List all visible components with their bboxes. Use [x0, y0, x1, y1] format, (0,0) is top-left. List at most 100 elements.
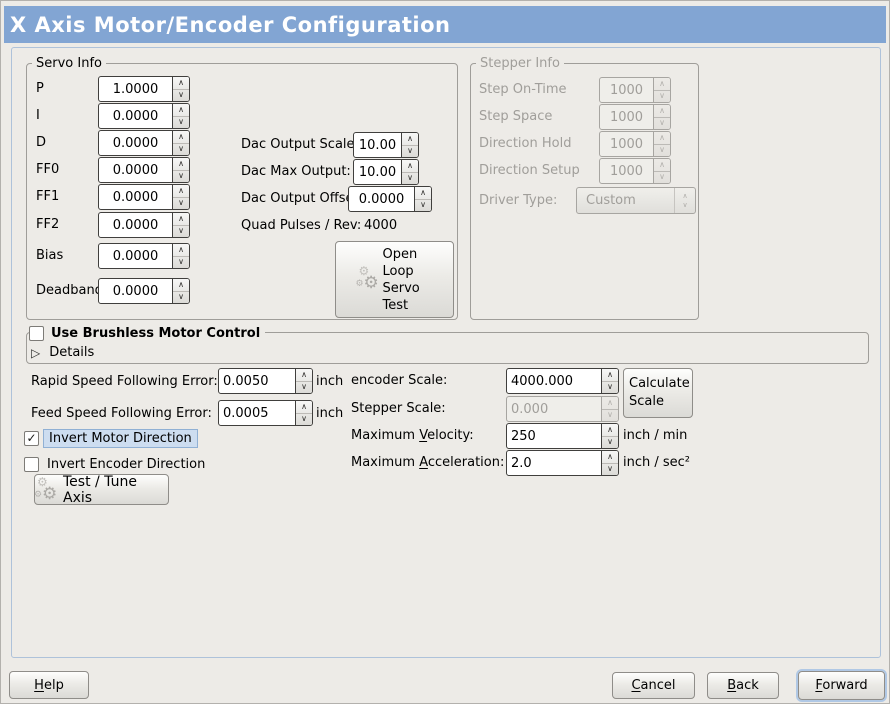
servo-param-input-p[interactable]: [99, 77, 172, 101]
servo-param-entry-p: [98, 76, 190, 102]
spin-down-button[interactable]: [173, 171, 189, 183]
servo-param-input-deadband[interactable]: [99, 279, 172, 303]
maximum-acceleration-input[interactable]: [507, 451, 601, 475]
spin-up-button[interactable]: [602, 369, 618, 382]
stepper-scale-input[interactable]: [507, 397, 601, 421]
encoder-scale-input[interactable]: [507, 369, 601, 393]
feed-following-error-label: Feed Speed Following Error:: [31, 406, 212, 421]
spinner: [172, 77, 189, 101]
step-on-time-input[interactable]: [600, 78, 653, 102]
driver-type-select[interactable]: Custom: [576, 187, 696, 214]
direction-hold-input[interactable]: [600, 132, 653, 156]
spin-down-button[interactable]: [173, 90, 189, 102]
spin-down-button[interactable]: [654, 145, 670, 157]
step-space-input[interactable]: [600, 105, 653, 129]
cancel-button[interactable]: Cancel: [612, 672, 695, 699]
calculate-scale-button[interactable]: Calculate Scale: [623, 368, 693, 418]
servo-param-entry-bias: [98, 243, 190, 269]
spin-down-button[interactable]: [402, 146, 418, 158]
feed-following-error-input[interactable]: [219, 401, 295, 425]
forward-button[interactable]: Forward: [798, 671, 885, 700]
details-expander[interactable]: ▷ Details: [31, 345, 94, 360]
spin-down-button[interactable]: [173, 117, 189, 129]
spin-up-button[interactable]: [602, 451, 618, 464]
spin-up-button[interactable]: [173, 131, 189, 144]
spin-down-button[interactable]: [296, 382, 312, 394]
spin-down-button[interactable]: [602, 382, 618, 394]
spin-up-button[interactable]: [173, 158, 189, 171]
spin-down-button[interactable]: [602, 464, 618, 476]
servo-info-frame: [26, 63, 458, 320]
spin-up-button[interactable]: [415, 187, 431, 200]
feed-following-error-unit: inch: [316, 406, 344, 421]
servo-param-label-p: P: [36, 81, 44, 96]
spin-up-button[interactable]: [654, 159, 670, 172]
servo-param-input-bias[interactable]: [99, 244, 172, 268]
forward-button-label: Forward: [815, 678, 868, 693]
spin-up-button[interactable]: [402, 133, 418, 146]
spin-down-button[interactable]: [402, 173, 418, 185]
spin-down-button[interactable]: [602, 410, 618, 422]
spin-down-button[interactable]: [173, 226, 189, 238]
maximum-velocity-entry: [506, 423, 619, 449]
spinner: [172, 104, 189, 128]
invert-encoder-direction-checkbox[interactable]: [24, 457, 39, 472]
calculate-scale-button-label: Calculate Scale: [629, 376, 690, 409]
direction-setup-input[interactable]: [600, 159, 653, 183]
brushless-checkbox[interactable]: [29, 326, 44, 341]
spin-down-button[interactable]: [654, 118, 670, 130]
spin-down-button[interactable]: [173, 198, 189, 210]
spin-up-button[interactable]: [173, 279, 189, 292]
test-tune-axis-button[interactable]: ⚙⚙⚙ Test / Tune Axis: [34, 474, 169, 506]
spin-up-button[interactable]: [173, 77, 189, 90]
spin-up-button[interactable]: [654, 78, 670, 91]
spinner: [172, 279, 189, 303]
servo-param-input-ff1[interactable]: [99, 185, 172, 209]
spin-down-button[interactable]: [173, 144, 189, 156]
servo-param-input-ff0[interactable]: [99, 158, 172, 182]
spin-down-button[interactable]: [173, 257, 189, 269]
dac-output-scale-label: Dac Output Scale:: [241, 137, 359, 152]
details-label: Details: [49, 345, 95, 360]
spinner: [295, 369, 312, 393]
servo-param-input-ff2[interactable]: [99, 213, 172, 237]
maximum-velocity-input[interactable]: [507, 424, 601, 448]
servo-param-entry-d: [98, 130, 190, 156]
spin-up-button[interactable]: [602, 397, 618, 410]
spin-up-button[interactable]: [173, 244, 189, 257]
gears-icon: ⚙⚙⚙: [355, 263, 379, 293]
invert-encoder-direction-label[interactable]: Invert Encoder Direction: [47, 457, 206, 472]
spin-up-button[interactable]: [402, 160, 418, 173]
dac-output-offset-input[interactable]: [349, 187, 414, 211]
spin-up-button[interactable]: [654, 105, 670, 118]
stepper-info-legend: Stepper Info: [476, 56, 564, 71]
help-button[interactable]: Help: [9, 671, 89, 699]
servo-param-input-i[interactable]: [99, 104, 172, 128]
spin-down-button[interactable]: [415, 200, 431, 212]
spin-up-button[interactable]: [654, 132, 670, 145]
rapid-following-error-input[interactable]: [219, 369, 295, 393]
encoder-scale-label: encoder Scale:: [351, 373, 448, 388]
spin-up-button[interactable]: [602, 424, 618, 437]
back-button[interactable]: Back: [707, 672, 779, 699]
spin-down-button[interactable]: [602, 437, 618, 449]
spin-up-button[interactable]: [173, 213, 189, 226]
spin-up-button[interactable]: [296, 401, 312, 414]
rapid-following-error-label: Rapid Speed Following Error:: [31, 374, 218, 389]
open-loop-servo-test-button[interactable]: ⚙⚙⚙ Open Loop Servo Test: [335, 241, 454, 318]
dac-max-output-input[interactable]: [354, 160, 401, 184]
invert-motor-direction-label[interactable]: Invert Motor Direction: [43, 429, 198, 448]
spin-down-button[interactable]: [654, 172, 670, 184]
invert-motor-direction-checkbox[interactable]: ✓: [24, 431, 39, 446]
dac-output-scale-input[interactable]: [354, 133, 401, 157]
spin-up-button[interactable]: [296, 369, 312, 382]
spin-down-button[interactable]: [173, 292, 189, 304]
spin-down-button[interactable]: [654, 91, 670, 103]
spin-up-button[interactable]: [173, 104, 189, 117]
servo-param-input-d[interactable]: [99, 131, 172, 155]
spin-up-button[interactable]: [173, 185, 189, 198]
driver-type-value: Custom: [586, 193, 636, 208]
spin-down-button[interactable]: [296, 414, 312, 426]
spinner: [653, 105, 670, 129]
